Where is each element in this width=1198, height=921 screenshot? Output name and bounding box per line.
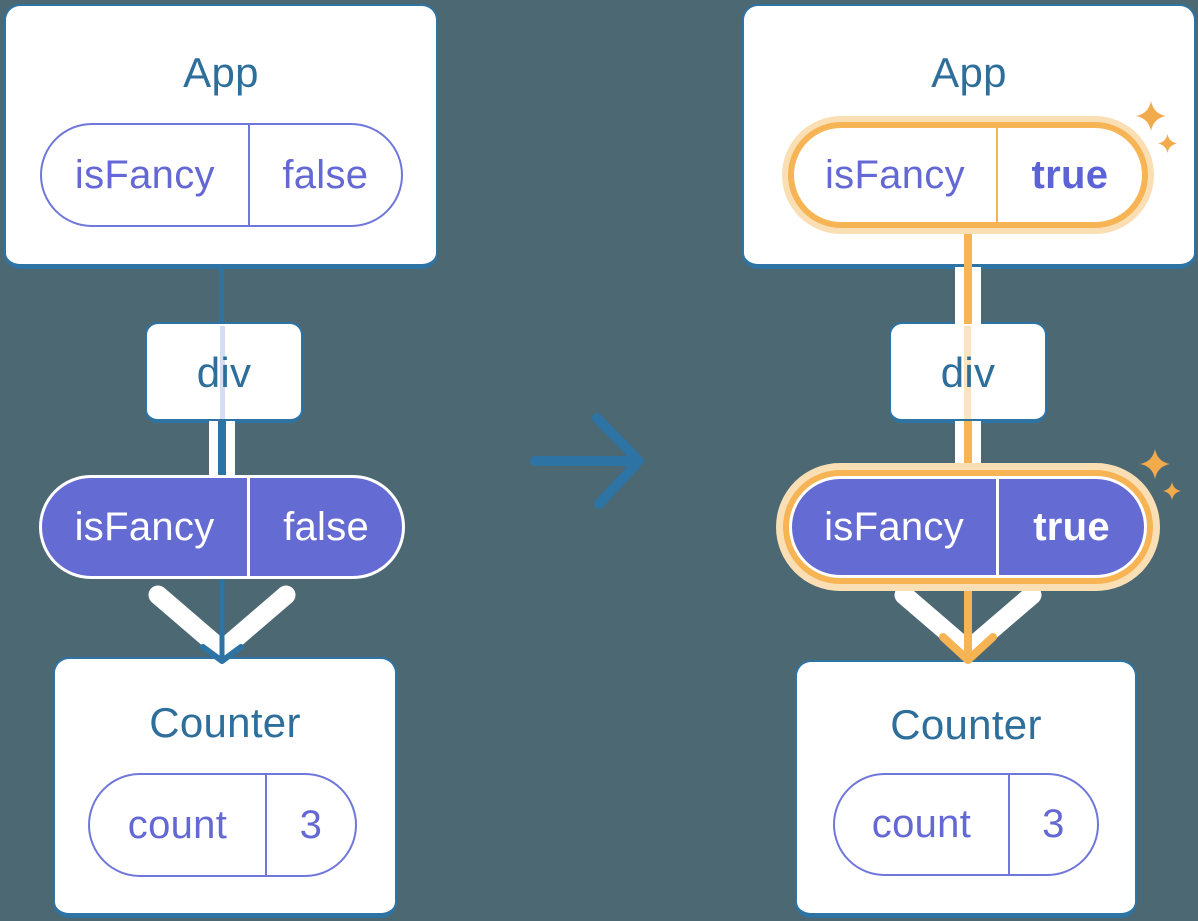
- app-prop-pill-before: isFancy false: [40, 123, 403, 227]
- context-line-in-app-after: [964, 226, 972, 267]
- state-value-cell: 3: [299, 802, 323, 847]
- sparkle-icon: [1163, 482, 1181, 500]
- prop-name-cell: isFancy: [792, 479, 1000, 575]
- down-arrow-icon-before: [148, 577, 296, 664]
- div-title-after: div: [940, 349, 996, 396]
- counter-title-after: Counter: [890, 701, 1042, 748]
- sparkle-icon: [1136, 101, 1166, 131]
- prop-pass-line-through-div-before: [220, 326, 225, 419]
- prop-flow-blue-center-before: [218, 421, 226, 478]
- app-title-before: App: [183, 49, 259, 96]
- prop-name-cell: isFancy: [794, 128, 998, 222]
- prop-flow-white-left-after-2: [955, 421, 964, 478]
- prop-flow-white-left-after-1: [955, 267, 964, 324]
- app-prop-pill-after: isFancy true: [788, 122, 1148, 228]
- passed-prop-pill-after: isFancy true: [789, 476, 1147, 578]
- prop-flow-white-right-before: [226, 421, 235, 478]
- prop-pass-line-through-div-after: [964, 326, 971, 419]
- div-title-before: div: [196, 349, 252, 396]
- passed-prop-pill-before: isFancy false: [39, 475, 405, 579]
- prop-flow-white-right-after-1: [972, 267, 981, 324]
- prop-flow-white-left-before: [209, 421, 218, 478]
- prop-name-cell: isFancy: [42, 125, 250, 225]
- state-value-cell: 3: [1042, 802, 1065, 846]
- white-chevron: [148, 585, 296, 660]
- prop-name-cell: isFancy: [42, 478, 251, 576]
- counter-state-pill-before: count 3: [88, 773, 357, 877]
- tree-edge-app-div-before: [219, 266, 224, 324]
- sparkle-icon: [1158, 134, 1177, 153]
- down-arrow-icon-after: [894, 579, 1042, 664]
- prop-value-cell: true: [1031, 152, 1109, 197]
- arrow-head: [592, 413, 644, 509]
- prop-flow-orange-center-after-2: [964, 421, 972, 478]
- counter-state-pill-after: count 3: [833, 773, 1099, 876]
- state-name-cell: count: [835, 775, 1010, 874]
- prop-flow-orange-center-after-1: [964, 267, 972, 324]
- orange-arrow-head: [939, 633, 997, 664]
- transition-arrow-icon: [530, 413, 644, 509]
- prop-value-cell: false: [282, 152, 369, 197]
- state-name-cell: count: [90, 775, 267, 875]
- blue-arrow-head: [200, 644, 244, 664]
- prop-value-cell: false: [283, 504, 370, 549]
- prop-value-cell: true: [1033, 504, 1110, 549]
- white-chevron: [894, 585, 1042, 660]
- sparkle-icon: [1140, 449, 1170, 479]
- counter-title-before: Counter: [149, 699, 301, 746]
- app-title-after: App: [931, 49, 1007, 96]
- prop-flow-white-right-after-2: [972, 421, 981, 478]
